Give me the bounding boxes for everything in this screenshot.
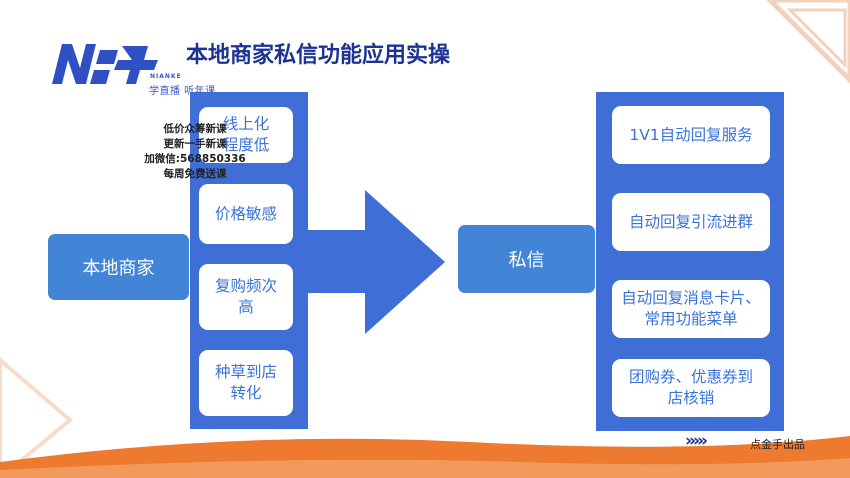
right-card-1: 1V1自动回复服务 [612, 106, 770, 164]
logo-tagline: 学直播 听年课 [149, 86, 216, 97]
flow-arrow [206, 190, 445, 334]
left-label-box: 本地商家 [48, 234, 189, 300]
page-title: 本地商家私信功能应用实操 [186, 43, 451, 68]
watermark-text: 低价众筹新课 更新一手新课 加微信:568850336 每周免费送课 [144, 123, 246, 180]
left-card-4: 种草到店 转化 [199, 350, 293, 416]
right-card-2: 自动回复引流进群 [612, 193, 770, 251]
left-card-3: 复购频次 高 [199, 264, 293, 330]
right-card-3: 自动回复消息卡片、 常用功能菜单 [612, 280, 770, 338]
chevron-right-icon: ››››› [685, 431, 708, 451]
footer-credit: 点金手出品 [750, 438, 805, 451]
right-label-box: 私信 [458, 225, 595, 293]
left-card-2: 价格敏感 [199, 184, 293, 244]
nianke-logo [52, 44, 158, 84]
left-card-1: 线上化 程度低 [199, 107, 293, 163]
right-card-4: 团购券、优惠券到 店核销 [612, 359, 770, 417]
logo-english: NIANKE [150, 73, 182, 80]
